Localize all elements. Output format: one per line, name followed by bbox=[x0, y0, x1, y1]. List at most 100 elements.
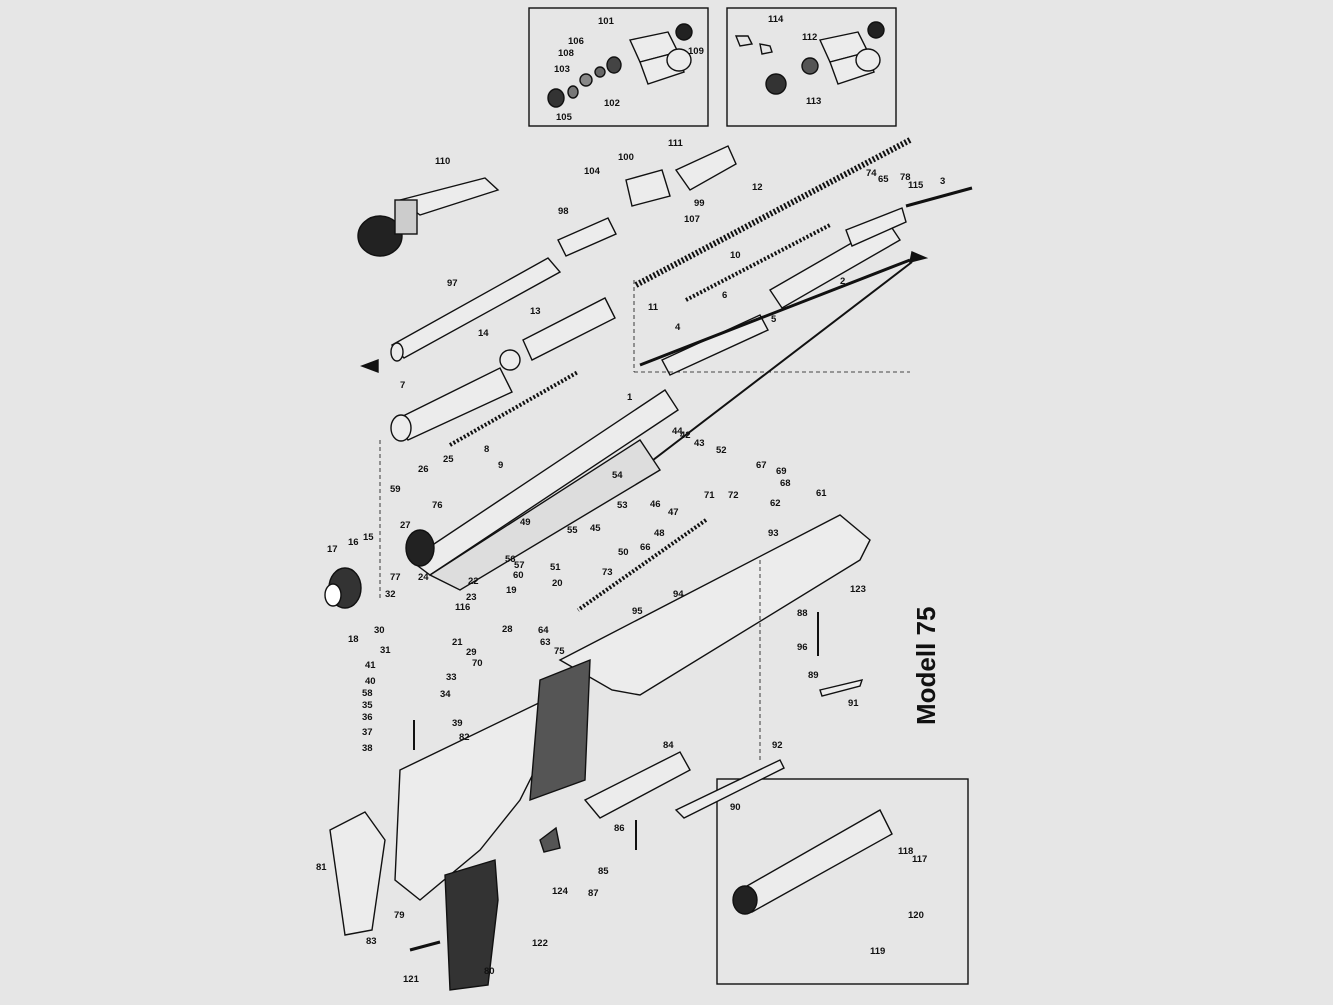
part-label-81: 81 bbox=[316, 862, 327, 873]
part-label-102: 102 bbox=[604, 98, 620, 109]
part-label-44: 44 bbox=[672, 426, 683, 437]
inset-right-parts bbox=[734, 21, 885, 95]
part-label-123: 123 bbox=[850, 584, 866, 595]
part-label-83: 83 bbox=[366, 936, 377, 947]
inset-left-parts bbox=[547, 23, 693, 108]
part-label-80: 80 bbox=[484, 966, 495, 977]
part-label-43: 43 bbox=[694, 438, 705, 449]
part-label-29: 29 bbox=[466, 647, 477, 658]
part-label-86: 86 bbox=[614, 823, 625, 834]
part-label-54: 54 bbox=[612, 470, 623, 481]
part-label-49: 49 bbox=[520, 517, 531, 528]
part-label-121: 121 bbox=[403, 974, 420, 985]
inset-box-bottom bbox=[716, 778, 969, 985]
part-label-35: 35 bbox=[362, 700, 373, 711]
spring-12 bbox=[634, 137, 912, 288]
part-label-113: 113 bbox=[806, 96, 821, 107]
part-label-48: 48 bbox=[654, 528, 665, 539]
part-100 bbox=[625, 169, 671, 207]
part-label-27: 27 bbox=[400, 520, 411, 531]
trigger-guard-84 bbox=[583, 751, 691, 819]
part-label-1: 1 bbox=[627, 392, 633, 403]
part-label-109: 109 bbox=[688, 46, 704, 57]
part-label-112: 112 bbox=[802, 32, 817, 43]
part-label-106: 106 bbox=[568, 36, 584, 47]
part-label-104: 104 bbox=[584, 166, 601, 177]
part-number-labels: 1234567891011121314151617181920212223242… bbox=[316, 14, 945, 985]
part-label-10: 10 bbox=[730, 250, 741, 261]
rail-90 bbox=[674, 759, 785, 819]
part-label-79: 79 bbox=[394, 910, 405, 921]
part-label-67: 67 bbox=[756, 460, 767, 471]
part-label-63: 63 bbox=[540, 637, 551, 648]
part-label-23: 23 bbox=[466, 592, 477, 603]
inset-box-right bbox=[726, 7, 897, 127]
part-label-105: 105 bbox=[556, 112, 573, 123]
part-label-26: 26 bbox=[418, 464, 429, 475]
drawing-parts bbox=[324, 7, 973, 991]
part-label-42: 42 bbox=[680, 430, 691, 441]
part-label-62: 62 bbox=[770, 498, 781, 509]
cylinder-2 bbox=[769, 221, 901, 309]
part-label-73: 73 bbox=[602, 567, 613, 578]
part-label-5: 5 bbox=[771, 314, 777, 325]
part-label-65: 65 bbox=[878, 174, 889, 185]
part-label-66: 66 bbox=[640, 542, 651, 553]
part-label-40: 40 bbox=[365, 676, 376, 687]
part-label-116: 116 bbox=[455, 602, 470, 613]
part-label-76: 76 bbox=[432, 500, 443, 511]
bolt-13 bbox=[522, 297, 616, 361]
part-label-17: 17 bbox=[327, 544, 338, 555]
part-label-13: 13 bbox=[530, 306, 541, 317]
part-label-36: 36 bbox=[362, 712, 373, 723]
model-title: Modell 75 bbox=[911, 607, 941, 725]
screw-121 bbox=[409, 940, 441, 952]
part-label-6: 6 bbox=[722, 290, 727, 301]
pistol-grip bbox=[529, 658, 591, 802]
part-label-57: 57 bbox=[514, 560, 525, 571]
forend-stock bbox=[558, 514, 871, 696]
part-label-32: 32 bbox=[385, 589, 396, 600]
part-label-15: 15 bbox=[363, 532, 374, 543]
part-label-53: 53 bbox=[617, 500, 628, 511]
part-label-68: 68 bbox=[780, 478, 791, 489]
part-label-93: 93 bbox=[768, 528, 779, 539]
part-label-85: 85 bbox=[598, 866, 609, 877]
part-label-41: 41 bbox=[365, 660, 376, 671]
part-label-84: 84 bbox=[663, 740, 674, 751]
part-label-31: 31 bbox=[380, 645, 391, 656]
rear-sight-part bbox=[357, 177, 500, 257]
part-label-7: 7 bbox=[400, 380, 405, 391]
inset-box-left bbox=[528, 7, 709, 127]
part-label-45: 45 bbox=[590, 523, 601, 534]
part-label-38: 38 bbox=[362, 743, 373, 754]
part-label-25: 25 bbox=[443, 454, 454, 465]
arrow-left bbox=[360, 358, 379, 374]
part-label-9: 9 bbox=[498, 460, 503, 471]
part-label-8: 8 bbox=[484, 444, 489, 455]
part-label-107: 107 bbox=[684, 214, 700, 225]
part-label-110: 110 bbox=[435, 156, 450, 167]
part-label-64: 64 bbox=[538, 625, 549, 636]
part-label-74: 74 bbox=[866, 168, 877, 179]
spring-10 bbox=[685, 223, 831, 302]
part-label-96: 96 bbox=[797, 642, 808, 653]
part-label-71: 71 bbox=[704, 490, 715, 501]
part-label-60: 60 bbox=[513, 570, 524, 581]
part-label-108: 108 bbox=[558, 48, 574, 59]
part-label-50: 50 bbox=[618, 547, 629, 558]
part-label-34: 34 bbox=[440, 689, 451, 700]
part-label-2: 2 bbox=[840, 276, 845, 287]
butt-plate-83 bbox=[329, 811, 386, 936]
butt-pad-80 bbox=[444, 859, 499, 991]
part-label-19: 19 bbox=[506, 585, 517, 596]
guide-lines bbox=[379, 280, 910, 760]
part-label-101: 101 bbox=[598, 16, 615, 27]
part-label-55: 55 bbox=[567, 525, 578, 536]
part-label-92: 92 bbox=[772, 740, 783, 751]
part-label-3: 3 bbox=[940, 176, 945, 187]
part-label-99: 99 bbox=[694, 198, 705, 209]
part-label-119: 119 bbox=[870, 946, 885, 957]
part-label-28: 28 bbox=[502, 624, 513, 635]
